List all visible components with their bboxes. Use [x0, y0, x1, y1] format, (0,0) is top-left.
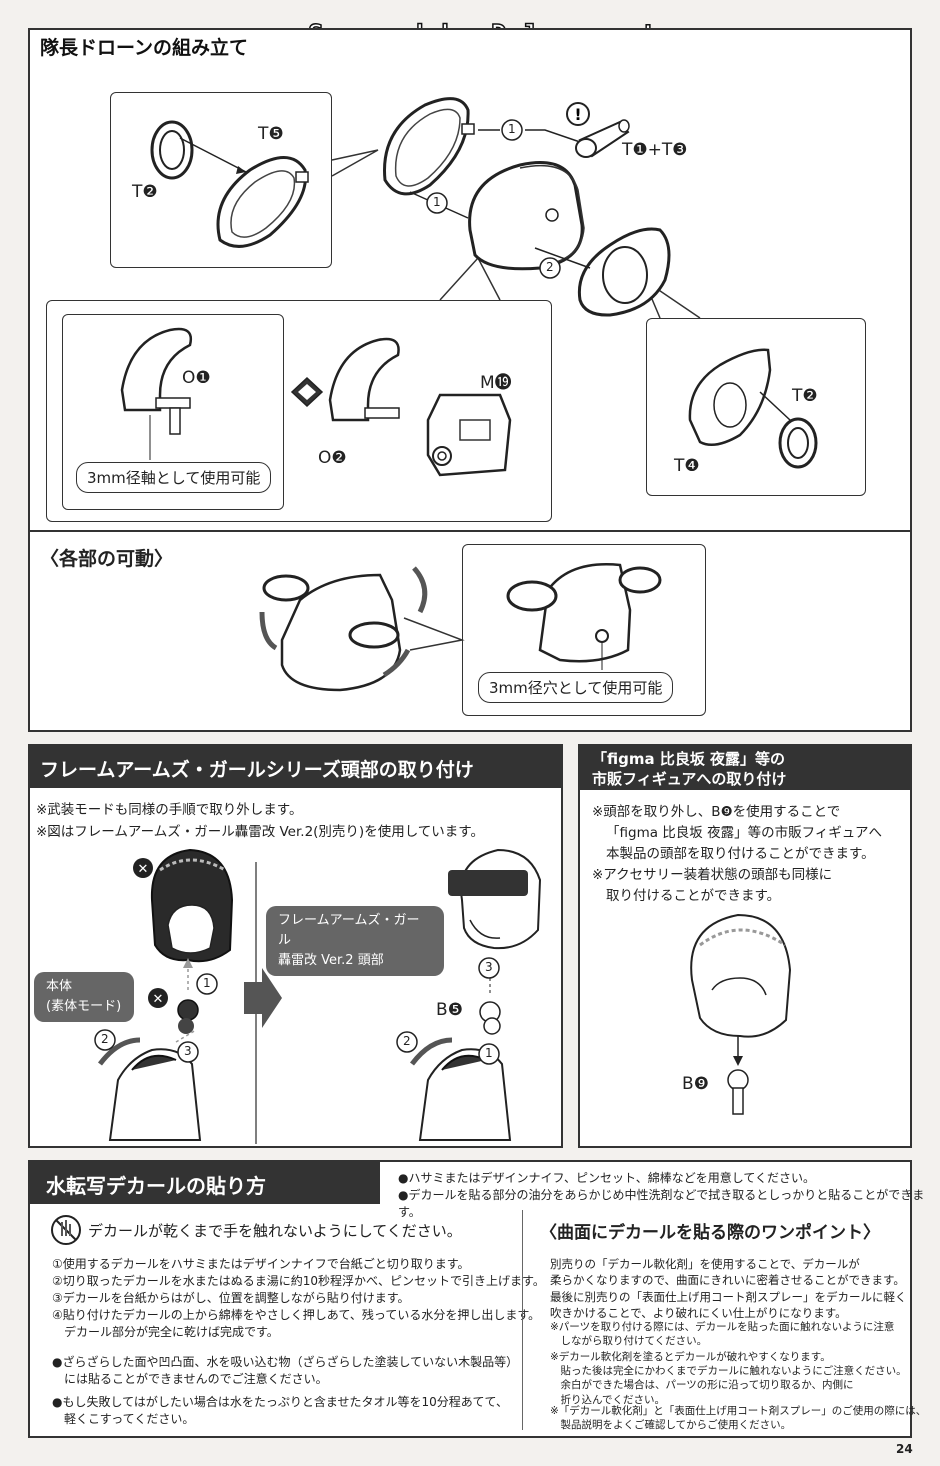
movement-title: 〈各部の可動〉 [40, 548, 174, 570]
tip-note-line: 製品説明をよくご確認してからご使用ください。 [550, 1419, 792, 1432]
svg-text:✕: ✕ [138, 862, 149, 877]
drone-illustration: ! [120, 97, 818, 477]
figma-notes: ※頭部を取り外し、B❾を使用することで 「figma 比良坂 夜露」等の市販フィ… [592, 802, 882, 907]
step-number: 3 [485, 960, 493, 974]
part-label-t5: T❺ [258, 124, 284, 144]
decal-step: ③デカールを台紙からはがし、位置を調整しながら貼り付けます。 [52, 1291, 410, 1306]
page-number: 24 [896, 1442, 913, 1456]
decal-bullets-1: ●ざらざらした面や凹凸面、水を吸い込む物（ざらざらした塗装していない木製品等） … [52, 1354, 518, 1388]
step-number: 2 [101, 1032, 109, 1046]
shaft-callout: 3mm径軸として使用可能 [76, 462, 272, 493]
section-divider [28, 530, 912, 532]
movement-callout-box [462, 544, 706, 716]
body-label-line: (素体モード) [46, 999, 122, 1015]
tip-note-line: しながら取り付けてください。 [550, 1335, 708, 1348]
figma-illustration [690, 913, 792, 1115]
part-label-b9: B❾ [682, 1074, 709, 1094]
step-number: 3 [184, 1044, 192, 1058]
part-label-o1: O❶ [182, 368, 211, 388]
decal-step: ④貼り付けたデカールの上から綿棒をやさしく押しあて、残っている水分を押し出します… [52, 1308, 541, 1323]
step-badge [539, 257, 561, 279]
tip-note-line: 余白ができた場合は、パーツの形に沿って切り取るか、内側に [550, 1379, 854, 1392]
note-line: 「figma 比良坂 夜露」等の市販フィギュアへ [606, 824, 883, 841]
note-line: ※アクセサリー装着状態の頭部も同様に [592, 866, 833, 883]
tip-line: 吹きかけることで、より破れにくい仕上がりになります。 [550, 1305, 847, 1320]
decal-warning: デカールが乾くまで手を触れないようにしてください。 [88, 1222, 462, 1240]
note-line: ※頭部を取り外し、B❾を使用することで [592, 804, 841, 820]
body-label: 本体 (素体モード) [34, 972, 134, 1023]
decal-prep-notes: ●ハサミまたはデザインナイフ、ピンセット、綿棒などを用意してください。 ●デカー… [398, 1170, 940, 1220]
decal-tip-note-2: ※デカール軟化剤を塗るとデカールが破れやすくなります。 貼った後は完全にかわくま… [550, 1350, 907, 1407]
head-label-line: フレームアームズ・ガール [278, 913, 420, 949]
decal-bullets-2: ●もし失敗してはがしたい場合は水をたっぷりと含ませたタオル等を10分程あてて、 … [52, 1394, 508, 1428]
part-label-m19: M⓳ [480, 373, 512, 393]
figma-title-line: 「figma 比良坂 夜露」等の [592, 750, 786, 768]
fa-head-notes: ※武装モードも同様の手順で取り外します。 ※図はフレームアームズ・ガール轟雷改 … [36, 800, 484, 843]
part-label-t2: T❷ [132, 182, 158, 202]
figma-title: 「figma 比良坂 夜露」等の 市販フィギュアへの取り付け [580, 746, 910, 790]
prep-note: ●デカールを貼る部分の油分をあらかじめ中性洗剤などで拭き取るとしっかりと貼ること… [398, 1187, 925, 1219]
exclamation-circle-icon [566, 102, 590, 126]
step-number: 1 [433, 195, 441, 209]
x-mark-icon [133, 858, 153, 878]
next-step-arrow-icon [244, 968, 282, 1028]
decal-bullet: ●ざらざらした面や凹凸面、水を吸い込む物（ざらざらした塗装していない木製品等） [52, 1355, 519, 1369]
decal-tip-title: 〈曲面にデカールを貼る際のワンポイント〉 [540, 1223, 880, 1243]
step-number: 1 [508, 122, 516, 136]
step-number: 1 [203, 976, 211, 990]
movement-illustration [259, 563, 662, 692]
decal-bullet: には貼ることができませんのでご注意ください。 [52, 1372, 328, 1387]
tip-line: 最後に別売りの「表面仕上げ用コート剤スプレー」をデカールに軽く [550, 1289, 907, 1304]
note-line: 取り付けることができます。 [606, 887, 781, 904]
body-label-line: 本体 [46, 979, 73, 994]
fa-head-title: フレームアームズ・ガールシリーズ頭部の取り付け [30, 746, 561, 788]
tip-note-line: ※パーツを取り付ける際には、デカールを貼った面に触れないように注意 [550, 1321, 895, 1333]
svg-text:!: ! [574, 105, 581, 124]
note-line: ※武装モードも同様の手順で取り外します。 [36, 802, 303, 818]
tip-note-line: ※デカール軟化剤を塗るとデカールが破れやすくなります。 [550, 1351, 831, 1363]
decal-bullet: 軽くこすってください。 [52, 1412, 195, 1427]
decal-step: デカール部分が完全に乾けば完成です。 [52, 1325, 279, 1340]
step-badge [426, 192, 448, 214]
drone-title: 隊長ドローンの組み立て [30, 30, 280, 62]
decal-step: ②切り取ったデカールを水またはぬるま湯に約10秒程浮かべ、ピンセットで引き上げま… [52, 1274, 545, 1289]
decal-bullet: ●もし失敗してはがしたい場合は水をたっぷりと含ませたタオル等を10分程あてて、 [52, 1395, 508, 1409]
part-label-t4: T❹ [674, 456, 700, 476]
decal-step: ①使用するデカールをハサミまたはデザインナイフで台紙ごと切り取ります。 [52, 1257, 470, 1271]
decal-section [28, 1160, 912, 1438]
head-label: フレームアームズ・ガール 轟雷改 Ver.2 頭部 [266, 906, 444, 977]
head-label-line: 轟雷改 Ver.2 頭部 [278, 953, 384, 969]
step-number: 2 [403, 1034, 411, 1048]
decal-steps: ①使用するデカールをハサミまたはデザインナイフで台紙ごと切り取ります。 ②切り取… [52, 1256, 545, 1341]
decal-tip-note-1: ※パーツを取り付ける際には、デカールを貼った面に触れないように注意 しながら取り… [550, 1320, 894, 1348]
tip-line: 柔らかくなりますので、曲面にきれいに密着させることができます。 [550, 1273, 905, 1288]
part-label-t2-right: T❷ [792, 386, 818, 406]
part-label-t1-t3: T❶+T❸ [622, 140, 688, 160]
decal-tip-text: 別売りの「デカール軟化剤」を使用することで、デカールが 柔らかくなりますので、曲… [550, 1256, 907, 1321]
tip-note-line: ※「デカール軟化剤」と「表面仕上げ用コート剤スプレー」のご使用の際には、 [550, 1405, 927, 1417]
step-number: 2 [546, 260, 554, 274]
x-mark-icon [148, 988, 168, 1008]
prep-note: ●ハサミまたはデザインナイフ、ピンセット、綿棒などを用意してください。 [398, 1171, 816, 1185]
part-label-o2: O❷ [318, 448, 347, 468]
part-label-b5: B❺ [436, 1000, 463, 1020]
note-line: 本製品の頭部を取り付けることができます。 [606, 845, 875, 862]
note-line: ※図はフレームアームズ・ガール轟雷改 Ver.2(別売り)を使用しています。 [36, 823, 484, 840]
decal-title: 水転写デカールの貼り方 [30, 1162, 380, 1204]
fa-head-illustration: ✕ ✕ [94, 848, 542, 1144]
decal-tip-note-3: ※「デカール軟化剤」と「表面仕上げ用コート剤スプレー」のご使用の際には、 製品説… [550, 1404, 926, 1432]
decal-column-divider [522, 1210, 523, 1430]
tip-line: 別売りの「デカール軟化剤」を使用することで、デカールが [550, 1257, 860, 1271]
tip-note-line: 折り込んでください。 [550, 1393, 665, 1406]
tip-note-line: 貼った後は完全にかわくまでデカールに触れないようにご注意ください。 [550, 1365, 907, 1378]
step-number: 1 [485, 1046, 493, 1060]
step-badge [501, 119, 523, 141]
svg-text:✕: ✕ [153, 992, 164, 1007]
figma-title-line: 市販フィギュアへの取り付け [592, 769, 787, 788]
hole-callout: 3mm径穴として使用可能 [478, 672, 674, 703]
